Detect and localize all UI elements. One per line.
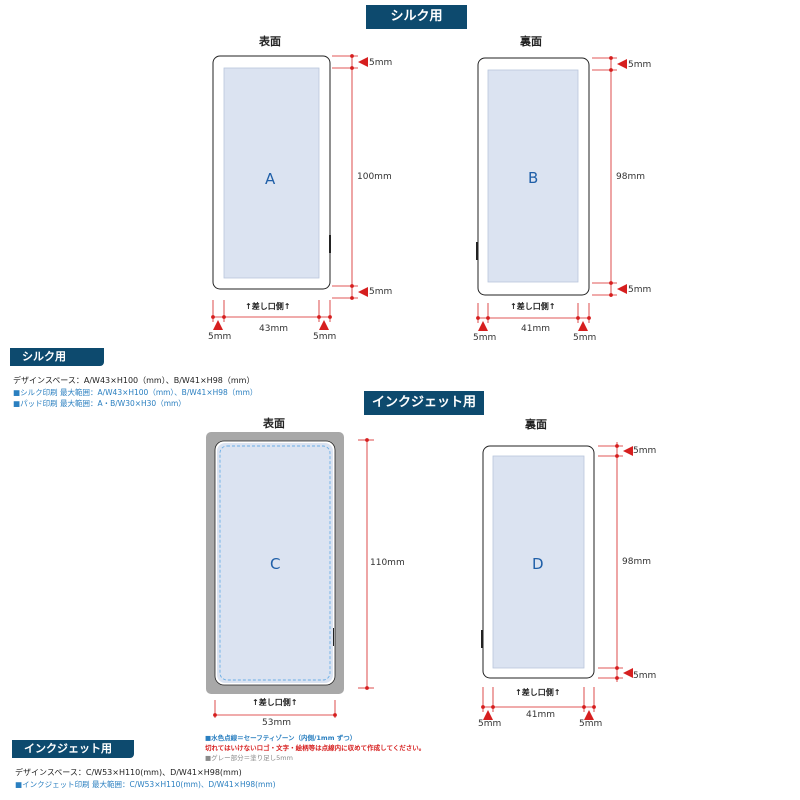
silk-tab: シルク用 <box>10 348 104 366</box>
dim-b-right: 5mm <box>573 333 597 343</box>
silk-design-space: デザインスペース：A/W43×H100（mm）、B/W41×H98（mm） <box>13 376 255 385</box>
silk-back-label: 裏面 <box>520 35 542 48</box>
inkjet-back-label: 裏面 <box>525 418 547 431</box>
note-keep-inside: 切れてはいけないロゴ・文字・絵柄等は点線内に収めて作成してください。 <box>205 744 426 752</box>
inkjet-tab: インクジェット用 <box>12 740 134 758</box>
area-letter-c: C <box>270 555 281 573</box>
dim-b-bottom: 5mm <box>628 285 652 295</box>
dim-lines-d <box>481 442 633 720</box>
inkjet-banner: インクジェット用 <box>364 391 484 415</box>
dim-d-bottom: 5mm <box>633 671 657 681</box>
dim-b-top: 5mm <box>628 60 652 70</box>
insert-side-c: ↑差し口側↑ <box>252 698 298 707</box>
silk-max-range: ■シルク印刷 最大範囲：A/W43×H100（mm）、B/W41×H98（mm） <box>13 388 258 397</box>
area-letter-d: D <box>532 555 544 573</box>
dim-b-height: 98mm <box>616 172 645 182</box>
inkjet-diagram <box>206 432 633 720</box>
dim-c-width: 53mm <box>262 718 291 728</box>
print-area-d <box>492 455 585 669</box>
case-b-button <box>476 242 478 260</box>
dim-a-top: 5mm <box>369 58 393 68</box>
dim-lines-c <box>213 438 374 718</box>
dim-c-height: 110mm <box>370 558 405 568</box>
inkjet-front-label: 表面 <box>263 417 285 430</box>
pad-max-range: ■パッド印刷 最大範囲：A・B/W30×H30（mm） <box>13 399 186 408</box>
dim-lines-b <box>476 56 627 331</box>
print-area-a <box>223 67 320 279</box>
print-area-c <box>217 443 333 683</box>
dim-b-left: 5mm <box>473 333 497 343</box>
inkjet-design-space: デザインスペース：C/W53×H110(mm)、D/W41×H98(mm) <box>15 768 242 777</box>
safety-zone-c <box>219 445 331 681</box>
print-area-b <box>487 69 579 283</box>
silk-diagram <box>211 54 627 331</box>
insert-side-a: ↑差し口側↑ <box>245 302 291 311</box>
dim-a-right: 5mm <box>313 332 337 342</box>
case-d-button <box>481 630 483 648</box>
insert-side-d: ↑差し口側↑ <box>515 688 561 697</box>
dim-b-width: 41mm <box>521 324 550 334</box>
dim-d-top: 5mm <box>633 446 657 456</box>
area-letter-b: B <box>528 169 539 187</box>
dim-lines-a <box>211 54 368 330</box>
dim-a-bottom: 5mm <box>369 287 393 297</box>
case-a-button <box>329 235 331 253</box>
dim-d-right: 5mm <box>579 719 603 729</box>
silk-front-label: 表面 <box>259 35 281 48</box>
note-safety-zone: ■水色点線＝セーフティゾーン（内側/1mm ずつ） <box>205 734 357 742</box>
dim-d-height: 98mm <box>622 557 651 567</box>
dim-d-left: 5mm <box>478 719 502 729</box>
dim-d-width: 41mm <box>526 710 555 720</box>
insert-side-b: ↑差し口側↑ <box>510 302 556 311</box>
area-letter-a: A <box>265 170 276 188</box>
note-bleed: ■グレー部分＝塗り足し5mm <box>205 754 293 762</box>
inkjet-max-range: ■インクジェット印刷 最大範囲：C/W53×H110(mm)、D/W41×H98… <box>15 780 276 789</box>
silk-banner: シルク用 <box>366 5 467 29</box>
dim-a-height: 100mm <box>357 172 392 182</box>
dim-a-width: 43mm <box>259 324 288 334</box>
dim-a-left: 5mm <box>208 332 232 342</box>
